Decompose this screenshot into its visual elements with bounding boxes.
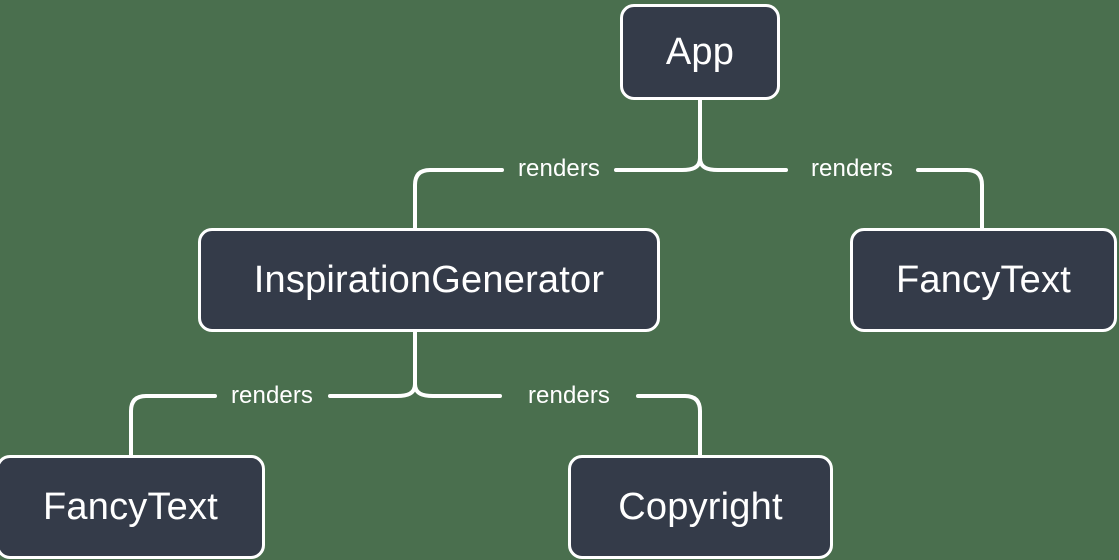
- edge-app-to-fancytext-right-end: [916, 168, 984, 230]
- edge-label-app-inspiration: renders: [517, 155, 601, 182]
- edge-inspiration-to-fancytext: [328, 382, 417, 398]
- edge-app-to-inspiration: [614, 156, 702, 172]
- node-fancytext-bottom-left[interactable]: FancyText: [0, 455, 265, 559]
- edge-label-app-fancytext: renders: [810, 155, 894, 182]
- node-app[interactable]: App: [620, 4, 780, 100]
- edge-inspiration-to-copyright: [413, 382, 502, 398]
- node-fancytext-right-label: FancyText: [896, 258, 1071, 301]
- edge-label-inspiration-copyright: renders: [527, 382, 611, 409]
- node-fancytext-right[interactable]: FancyText: [850, 228, 1117, 332]
- edge-app-to-fancytext-right: [698, 156, 788, 172]
- edge-inspiration-to-copyright-right: [636, 394, 702, 457]
- node-app-label: App: [665, 30, 735, 73]
- node-copyright[interactable]: Copyright: [568, 455, 833, 559]
- node-inspiration-generator-label: InspirationGenerator: [253, 258, 605, 301]
- edge-inspiration-to-fancytext-left: [129, 394, 217, 457]
- edge-app-to-inspiration-left: [413, 168, 504, 230]
- edge-label-inspiration-fancytext: renders: [230, 382, 314, 409]
- node-fancytext-bottom-left-label: FancyText: [43, 485, 218, 528]
- node-inspiration-generator[interactable]: InspirationGenerator: [198, 228, 660, 332]
- node-copyright-label: Copyright: [618, 485, 783, 528]
